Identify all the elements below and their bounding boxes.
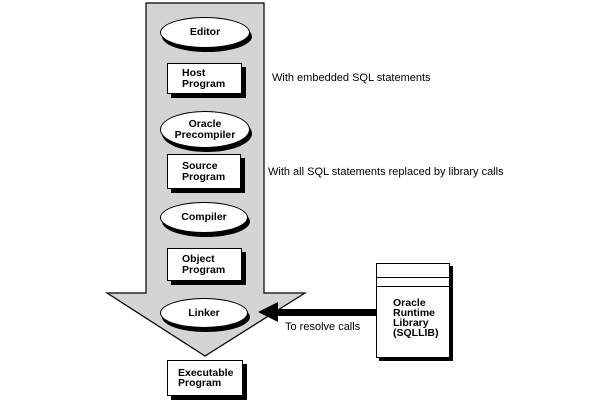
source-program-box: Source Program xyxy=(167,154,241,189)
library-label-line1: Oracle xyxy=(393,297,426,309)
object-program-label-line1: Object xyxy=(182,253,215,265)
host-program-label-line2: Program xyxy=(182,77,226,90)
object-program-box: Object Program xyxy=(167,248,242,281)
oracle-runtime-library-label: Oracle Runtime Library (SQLLIB) xyxy=(393,297,439,339)
executable-program-label-line1: Executable xyxy=(178,366,234,379)
annotation-replaced-sql: With all SQL statements replaced by libr… xyxy=(268,166,504,178)
oracle-precompiler-ellipse: Oracle Precompiler xyxy=(160,111,250,148)
host-program-label-line1: Host xyxy=(182,67,206,79)
editor-ellipse: Editor xyxy=(160,17,250,48)
resolve-calls-arrow xyxy=(258,302,376,322)
host-program-box: Host Program xyxy=(167,63,242,94)
library-stripe-bottom xyxy=(377,285,449,287)
compiler-ellipse: Compiler xyxy=(160,202,248,233)
source-program-label-line2: Program xyxy=(182,170,226,183)
library-label-line4: (SQLLIB) xyxy=(393,327,439,339)
library-stripe-top xyxy=(377,276,449,278)
oracle-precompiler-label-line1: Oracle xyxy=(188,118,222,130)
linker-label: Linker xyxy=(188,306,220,319)
source-program-label-line1: Source xyxy=(182,160,218,172)
executable-program-label-line2: Program xyxy=(178,377,222,389)
annotation-embedded-sql: With embedded SQL statements xyxy=(272,72,431,84)
library-label-line3: Library xyxy=(393,317,429,329)
compiler-label: Compiler xyxy=(181,211,227,224)
oracle-precompiler-label-line2: Precompiler xyxy=(174,128,236,141)
library-label-line2: Runtime xyxy=(393,307,435,319)
annotation-resolve-calls: To resolve calls xyxy=(285,321,361,333)
object-program-label-line2: Program xyxy=(182,263,226,276)
oracle-runtime-library-box: Oracle Runtime Library (SQLLIB) xyxy=(376,263,450,358)
executable-program-box: Executable Program xyxy=(167,360,243,396)
editor-label: Editor xyxy=(189,26,221,39)
linker-ellipse: Linker xyxy=(160,298,248,328)
